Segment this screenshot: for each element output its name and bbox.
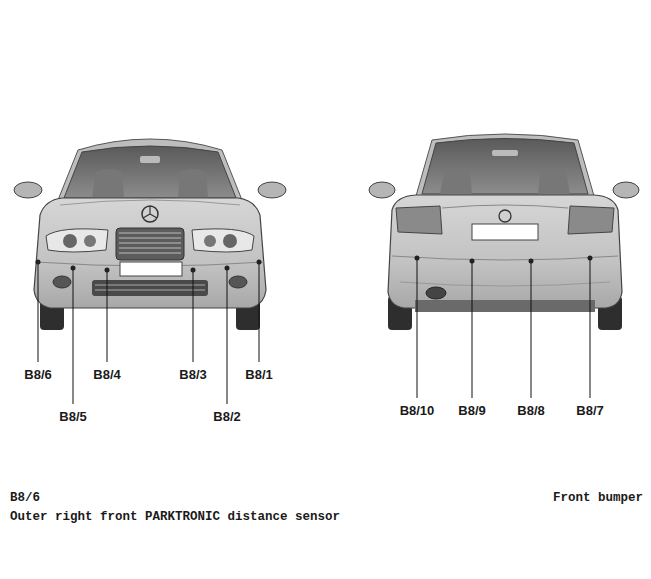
callout-number: B8/7 (576, 403, 603, 418)
part-code: B8/6 (10, 491, 40, 505)
callout-number: B8/8 (517, 403, 544, 418)
rear-view (369, 134, 639, 330)
callout-number: B8/2 (213, 409, 240, 424)
callout-number: B8/1 (245, 367, 272, 382)
callout-number: B8/5 (59, 409, 86, 424)
callout-number: B8/10 (400, 403, 435, 418)
leader-lines (38, 260, 590, 404)
front-view (14, 139, 286, 330)
callout-number: B8/3 (179, 367, 206, 382)
callout-number: B8/6 (24, 367, 51, 382)
part-location: Front bumper (553, 491, 643, 505)
callout-number: B8/9 (458, 403, 485, 418)
part-description: Outer right front PARKTRONIC distance se… (10, 510, 340, 524)
callout-number: B8/4 (93, 367, 120, 382)
